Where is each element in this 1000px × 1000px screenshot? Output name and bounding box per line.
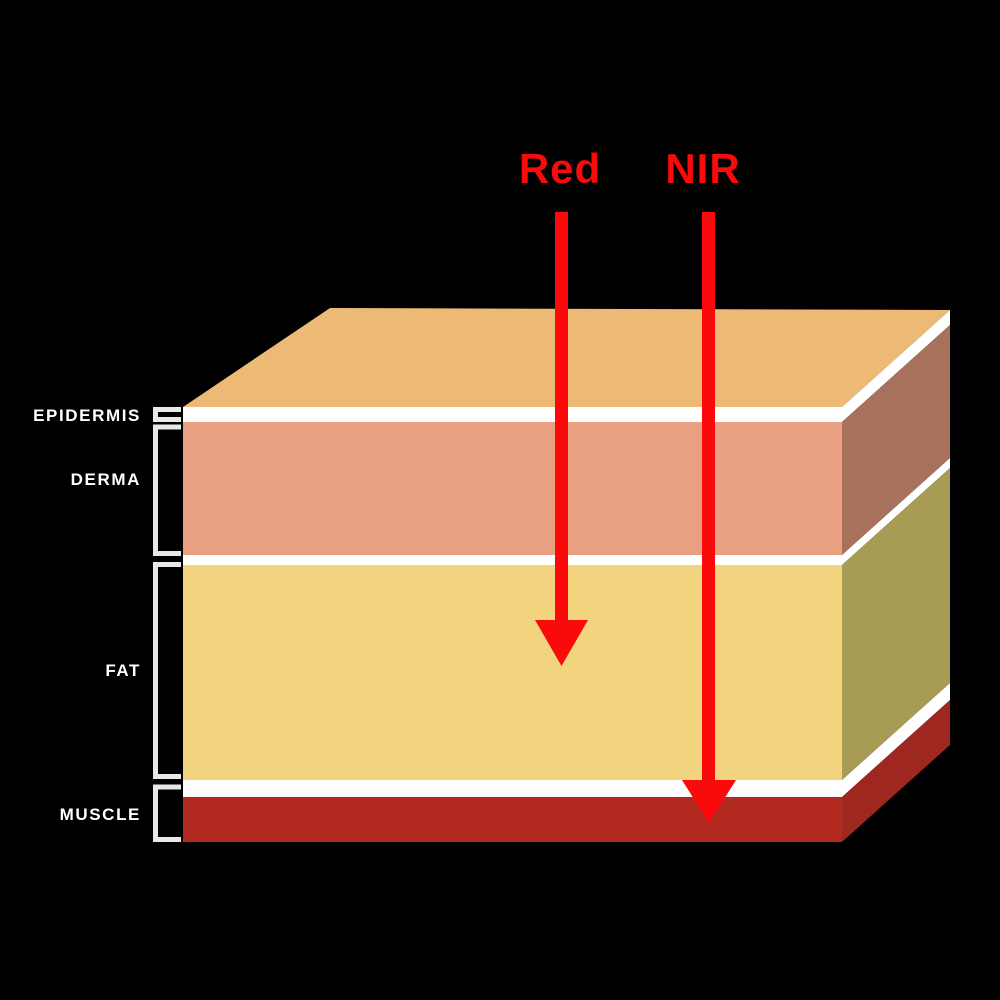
muscle-bracket <box>153 784 181 842</box>
muscle-label: MUSCLE <box>59 805 141 824</box>
red-beam-arrowhead-icon <box>535 620 588 666</box>
derma-front-face <box>183 422 842 555</box>
muscle-side-face <box>842 700 950 842</box>
muscle-front-face <box>183 797 842 842</box>
red-beam-arrow-shaft <box>555 212 568 622</box>
fat-bracket <box>153 562 181 779</box>
derma-side-face <box>842 325 950 555</box>
derma-label: DERMA <box>70 470 141 489</box>
nir-beam-arrow-shaft <box>702 212 715 782</box>
epidermis-bracket <box>153 407 181 422</box>
nir-beam-label: NIR <box>665 145 741 192</box>
fat-muscle-divider <box>183 780 842 797</box>
derma-fat-divider-side <box>842 458 950 565</box>
fat-side-face <box>842 468 950 780</box>
nir-beam-arrowhead-icon <box>682 780 736 823</box>
fat-label: FAT <box>105 661 141 680</box>
red-beam-label: Red <box>518 145 602 192</box>
derma-fat-divider <box>183 555 842 565</box>
fat-muscle-divider-side <box>842 683 950 797</box>
epidermis-side-strip <box>842 310 950 422</box>
derma-bracket <box>153 424 181 556</box>
fat-front-face <box>183 565 842 780</box>
epidermis-front-strip <box>183 407 842 422</box>
epidermis-label: EPIDERMIS <box>33 406 141 425</box>
